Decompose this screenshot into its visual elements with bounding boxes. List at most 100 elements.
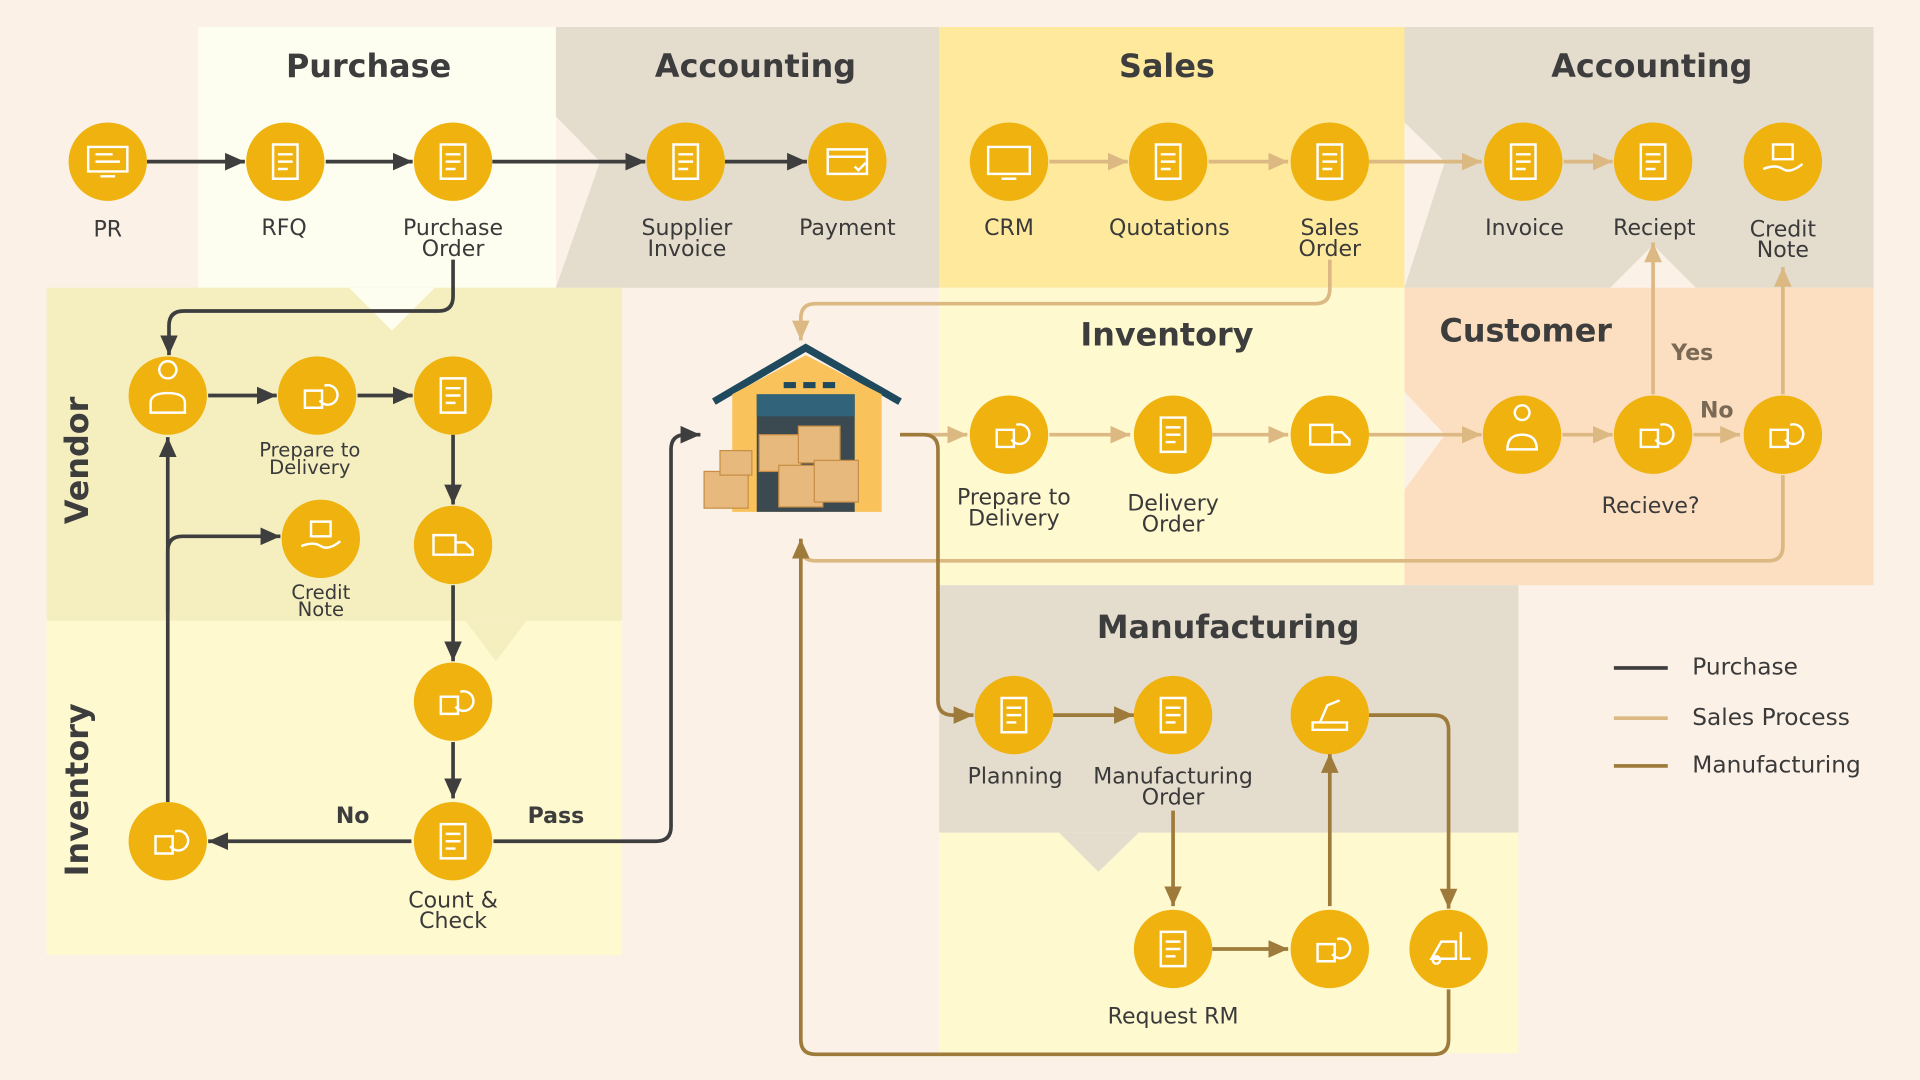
label-receive-q: Recieve?	[1601, 493, 1700, 520]
label-request-rm: Request RM	[1107, 1004, 1239, 1030]
robot-arm-icon	[1311, 699, 1349, 732]
monitor-document-icon	[86, 145, 129, 178]
node-manufacturing-order	[1133, 675, 1213, 755]
node-circle-receive-vendor	[413, 662, 493, 741]
node-checklist-vendor	[413, 356, 493, 435]
return-box-icon	[1769, 423, 1805, 449]
node-crm	[969, 122, 1049, 201]
document-stack-icon	[1159, 416, 1187, 454]
section-title-manufacturing: Manufacturing	[1096, 609, 1360, 647]
truck-icon	[432, 533, 474, 556]
legend-sales: Sales Process	[1613, 704, 1850, 731]
node-rfq	[246, 122, 325, 201]
node-quotations	[1128, 122, 1208, 201]
label-payment: Payment	[799, 215, 896, 242]
node-prepare-delivery-vendor	[277, 356, 357, 435]
shopping-cart-icon	[439, 143, 467, 181]
manufacturing-edges	[792, 432, 1458, 1057]
zone-accounting-1	[555, 26, 940, 288]
node-count-check	[413, 802, 493, 881]
node-circle-return-customer	[1743, 395, 1823, 474]
label-sales-order: Sales Order	[1298, 215, 1362, 263]
edge-warehouse-planning	[900, 432, 974, 724]
legend-line-sales	[1613, 715, 1668, 720]
edge-forklift-warehouse	[792, 538, 1451, 1057]
edge-label-no-vendor: No	[335, 803, 370, 829]
receipt-scroll-icon	[672, 143, 700, 181]
edge-count-warehouse	[493, 425, 701, 844]
label-quotations: Quotations	[1109, 215, 1230, 242]
node-circle-prepare-delivery-vendor	[277, 356, 357, 435]
section-title-accounting-1: Accounting	[654, 48, 857, 86]
edge-label-yes-customer: Yes	[1671, 340, 1714, 367]
return-box-icon	[303, 383, 339, 409]
node-circle-payment	[808, 122, 887, 201]
document-dollar-icon	[1316, 143, 1344, 181]
label-manufacturing-order: Manufacturing Order	[1093, 764, 1253, 811]
section-title-purchase: Purchase	[285, 48, 452, 86]
node-vendor	[128, 356, 207, 435]
legend-text-purchase: Purchase	[1692, 653, 1798, 681]
return-box-icon	[1639, 423, 1675, 449]
document-search-icon	[1159, 930, 1187, 968]
node-request-rm	[1133, 909, 1213, 989]
edge-robot-forklift	[1368, 713, 1458, 909]
document-stack-icon	[1154, 143, 1182, 181]
worker-icon	[149, 360, 187, 414]
node-circle-receive-customer	[1613, 395, 1693, 474]
node-robot-arm	[1290, 675, 1369, 755]
node-circle-crm	[969, 122, 1049, 201]
section-title-sales: Sales	[1119, 48, 1215, 86]
truck-icon	[1308, 423, 1351, 446]
node-circle-return-vendor	[128, 802, 207, 881]
section-title-inventory-side: Inventory	[60, 703, 97, 877]
section-title-vendor: Vendor	[60, 396, 97, 525]
label-delivery-order: Delivery Order	[1127, 491, 1219, 538]
return-box-icon	[154, 829, 190, 855]
nodes	[68, 122, 1823, 989]
hand-money-icon	[1762, 143, 1804, 172]
invoice-dollar-icon	[1509, 143, 1537, 181]
label-prepare-delivery-vendor: Prepare to Delivery	[259, 438, 361, 479]
label-credit-note-vendor: Credit Note	[291, 580, 351, 621]
node-sales-order	[1290, 122, 1369, 201]
node-credit-note-customer	[1743, 122, 1823, 201]
forklift-icon	[1429, 931, 1471, 965]
warehouse-icon	[703, 343, 902, 512]
node-circle-robot-arm	[1290, 675, 1369, 755]
legend-text-manufacturing: Manufacturing	[1692, 751, 1861, 779]
zone-purchase	[198, 26, 556, 288]
purchase-edges	[146, 152, 807, 851]
node-purchase-order	[413, 122, 493, 201]
node-circle-truck-inv	[1290, 395, 1369, 474]
document-stack-icon	[1159, 696, 1187, 734]
zone-manufacturing	[939, 585, 1519, 833]
legend-line-purchase	[1613, 665, 1668, 670]
section-title-customer: Customer	[1439, 313, 1612, 351]
node-credit-note-vendor	[281, 499, 361, 578]
crm-monitor-icon	[986, 145, 1032, 181]
edge-label-no-customer: No	[1699, 397, 1734, 424]
return-box-icon	[439, 690, 475, 716]
node-truck-inv	[1290, 395, 1369, 474]
node-receive-vendor	[413, 662, 493, 741]
document-stack-icon	[439, 377, 467, 414]
label-invoice: Invoice	[1485, 215, 1564, 242]
edge-label-pass: Pass	[527, 803, 585, 829]
node-circle-forklift	[1409, 909, 1488, 989]
node-invoice	[1484, 122, 1563, 201]
node-receipt	[1613, 122, 1693, 201]
node-circle-credit-note-customer	[1743, 122, 1823, 201]
label-receipt: Reciept	[1613, 215, 1696, 242]
label-planning: Planning	[967, 764, 1063, 790]
node-receive-customer	[1613, 395, 1693, 474]
label-crm: CRM	[984, 215, 1034, 242]
node-circle-prepare-delivery-inv	[969, 395, 1049, 474]
node-customer	[1482, 395, 1562, 474]
credit-card-icon	[826, 148, 869, 176]
legend-manufacturing: Manufacturing	[1613, 751, 1861, 779]
node-planning	[974, 675, 1054, 755]
user-icon	[1506, 404, 1538, 451]
node-check-rm	[1290, 909, 1369, 989]
